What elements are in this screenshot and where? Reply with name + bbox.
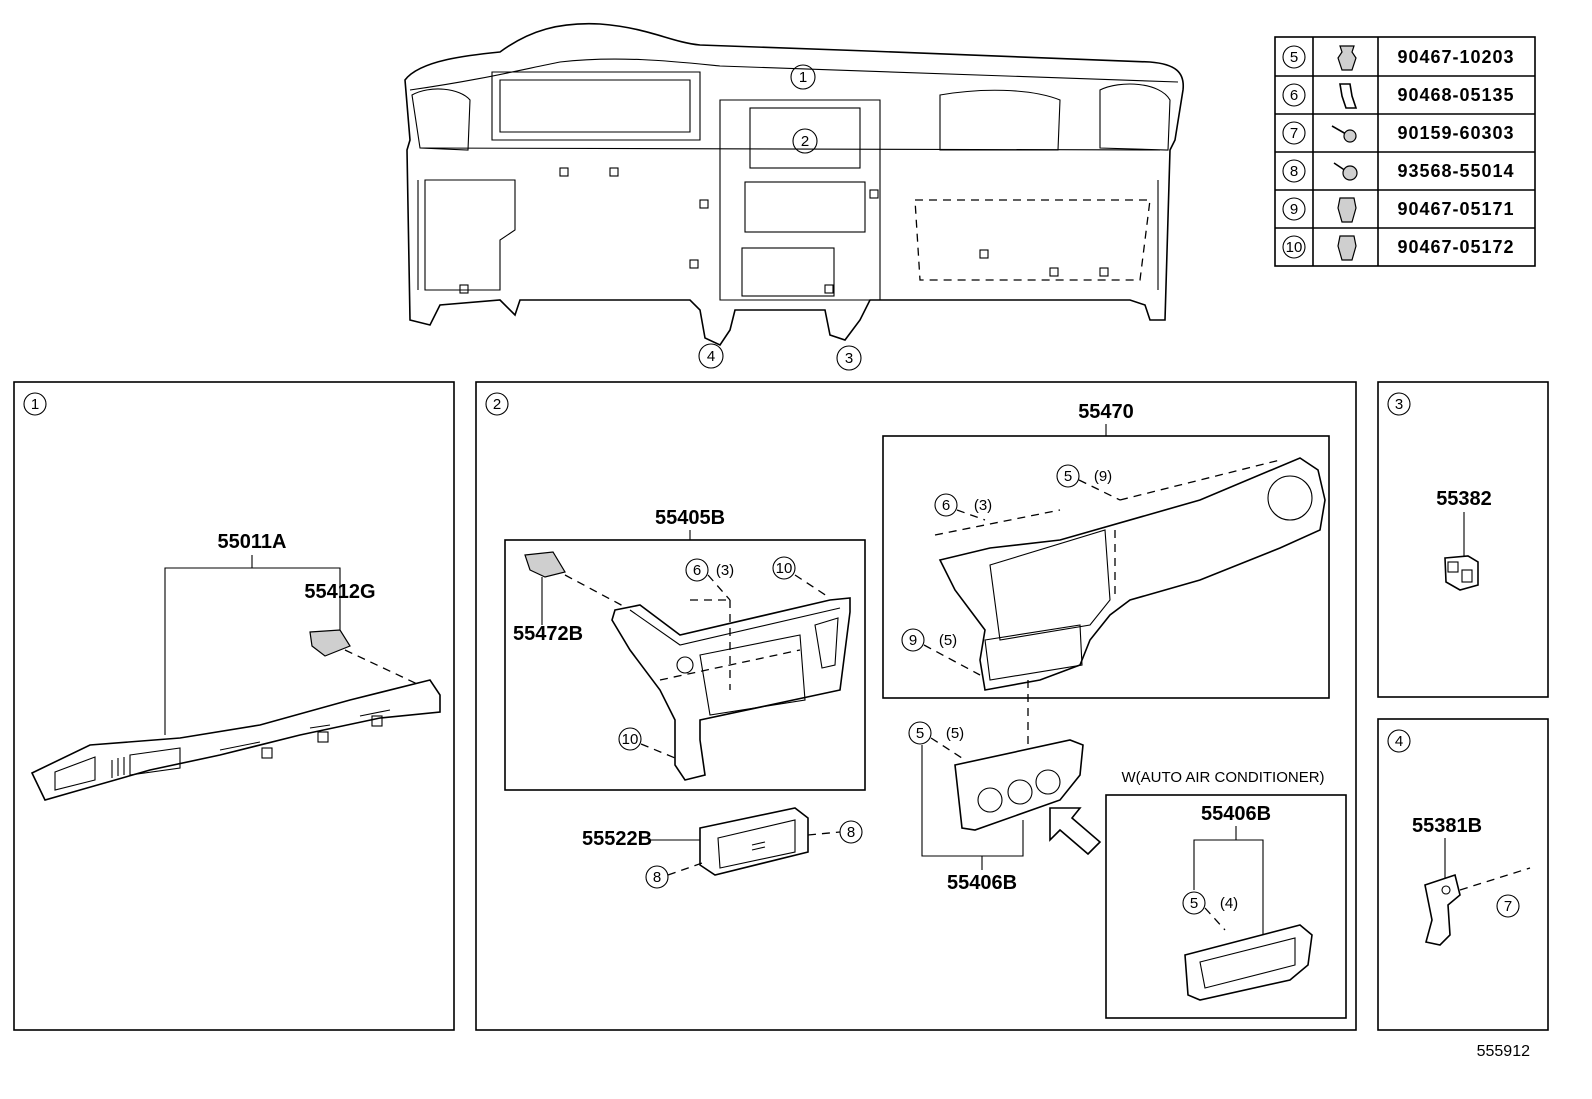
callout-5: 5 [1064,468,1072,485]
fastener-ref: 5 [1290,49,1298,66]
main-callout-2-text: 2 [801,133,809,150]
clip-part-55412G [309,629,351,657]
diagram-reference-number: 555912 [1477,1043,1530,1060]
detail-panel-1: 1 55011A 55412G [13,381,455,1031]
qty-5: (5) [946,725,964,742]
label-55382: 55382 [1436,488,1492,510]
upper-trim-part-55470 [934,457,1326,691]
label-55472B: 55472B [513,623,583,645]
fastener-ref: 8 [1290,163,1298,180]
fastener-row: 5 90467-10203 [1282,45,1514,71]
fastener-part-number: 90159-60303 [1397,123,1514,143]
auto-ac-control-part-55406B [1184,924,1313,1001]
fastener-part-number: 90468-05135 [1397,85,1514,105]
detail-panel-2: 2 55405B 55472B 6 (3) 10 10 5 [475,381,1357,1031]
callout-5: 5 [1190,895,1198,912]
retainer-clip-icon [1337,235,1357,261]
label-55406B: 55406B [1201,803,1271,825]
screw-icon [1331,125,1357,143]
fastener-table: 5 90467-10203 6 90468-05135 7 90159-6030… [1274,36,1536,267]
fastener-part-number: 90467-05172 [1397,237,1514,257]
bracket-part-55381B [1424,873,1461,946]
panel-4-number: 4 [1395,733,1403,750]
push-clip-icon [1337,45,1357,71]
panel-1-number: 1 [31,396,39,413]
qty-6: (3) [716,562,734,579]
label-55470: 55470 [1078,401,1134,423]
bracket-part-55382 [1444,555,1479,591]
callout-8: 8 [653,869,661,886]
qty-5: (4) [1220,895,1238,912]
center-panel-part-55405B [611,597,851,781]
main-callout-3-text: 3 [845,350,853,367]
qty-5: (9) [1094,468,1112,485]
view-arrow-icon [1049,807,1102,856]
main-callout-3: 3 [836,345,862,371]
clip-icon [1339,83,1358,109]
qty-9: (5) [939,632,957,649]
callout-10: 10 [776,560,793,577]
callout-7: 7 [1504,898,1512,915]
instrument-panel-assembly [404,22,1184,347]
label-55381B: 55381B [1412,815,1482,837]
panel-3-number: 3 [1395,396,1403,413]
panel-2-number: 2 [493,396,501,413]
fastener-ref: 7 [1290,125,1298,142]
fastener-row: 10 90467-05172 [1282,235,1514,261]
label-55412G: 55412G [304,581,375,603]
heater-control-part-55406B [954,739,1084,831]
main-callout-4: 4 [698,343,724,369]
main-callout-4-text: 4 [707,348,715,365]
fastener-row: 6 90468-05135 [1282,83,1514,109]
fastener-ref: 10 [1286,239,1303,256]
callout-9: 9 [909,632,917,649]
fastener-part-number: 90467-10203 [1397,47,1514,67]
auto-ac-note: W(AUTO AIR CONDITIONER) [1121,769,1324,786]
callout-6: 6 [942,497,950,514]
detail-panel-3: 3 55382 [1377,381,1549,698]
callout-6: 6 [693,562,701,579]
retainer-clip-icon [1337,197,1357,223]
fastener-part-number: 90467-05171 [1397,199,1514,219]
callout-5: 5 [916,725,924,742]
garnish-part-55011A [30,679,441,801]
display-part-55522B [699,807,809,876]
label-55405B: 55405B [655,507,725,529]
detail-panel-4: 4 55381B 7 [1377,718,1549,1031]
callout-8: 8 [847,824,855,841]
label-55011A: 55011A [218,531,287,553]
main-callout-1: 1 [790,64,816,90]
callout-10: 10 [622,731,639,748]
fastener-row: 8 93568-55014 [1282,159,1514,183]
fastener-part-number: 93568-55014 [1397,161,1514,181]
bolt-icon [1333,162,1358,181]
fastener-ref: 6 [1290,87,1298,104]
fastener-row: 9 90467-05171 [1282,197,1514,223]
part-55472B [524,551,566,578]
fastener-row: 7 90159-60303 [1282,121,1514,145]
fastener-ref: 9 [1290,201,1298,218]
label-55406B: 55406B [947,872,1017,894]
label-55522B: 55522B [582,828,652,850]
main-callout-2: 2 [792,128,818,154]
qty-6: (3) [974,497,992,514]
main-callout-1-text: 1 [799,69,807,86]
